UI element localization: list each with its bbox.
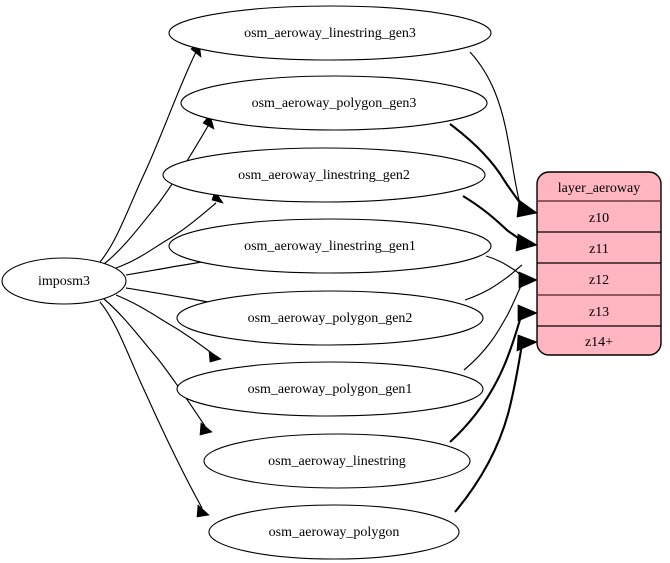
node-osm_aeroway_linestring_gen1[interactable]: osm_aeroway_linestring_gen1	[168, 218, 492, 274]
edge-arrowhead	[199, 422, 213, 436]
edge-path	[463, 285, 522, 371]
edge-imposm3-to-osm_aeroway_polygon_gen1	[115, 294, 222, 363]
layer-aeroway-row-z12[interactable]: z12	[537, 273, 661, 296]
edge-arrowhead	[196, 504, 210, 518]
edge-path	[103, 298, 206, 427]
node-osm_aeroway_polygon_gen1[interactable]: osm_aeroway_polygon_gen1	[176, 361, 484, 417]
edge-imposm3-to-osm_aeroway_linestring_gen3	[99, 41, 202, 263]
edge-path	[115, 294, 214, 355]
node-shape[interactable]	[180, 75, 488, 131]
node-osm_aeroway_polygon[interactable]: osm_aeroway_polygon	[208, 504, 460, 560]
edge-arrowhead	[516, 334, 538, 352]
edge-imposm3-to-osm_aeroway_linestring	[103, 298, 213, 436]
layer-aeroway-row-label: z13	[589, 305, 609, 320]
edge-path	[103, 125, 209, 265]
edge-path	[449, 312, 524, 443]
node-shape[interactable]	[176, 290, 484, 346]
node-shape[interactable]	[208, 504, 460, 560]
edge-arrowhead	[518, 271, 538, 289]
edge-osm_aeroway_polygon_gen1-to-z12	[463, 285, 522, 371]
layer-aeroway-row-z13[interactable]: z13	[537, 305, 661, 327]
node-label: osm_aeroway_polygon_gen3	[252, 96, 417, 111]
layer-aeroway-row-label: z11	[589, 242, 609, 257]
edge-imposm3-to-osm_aeroway_polygon_gen3	[103, 114, 215, 265]
edge-path	[464, 264, 523, 301]
node-osm_aeroway_linestring_gen2[interactable]: osm_aeroway_linestring_gen2	[162, 147, 486, 203]
edge-path	[99, 301, 203, 509]
node-shape[interactable]	[168, 218, 492, 274]
edge-osm_aeroway_polygon_gen2-to-z11	[464, 264, 523, 301]
node-shape[interactable]	[168, 5, 492, 61]
node-label: osm_aeroway_polygon_gen1	[248, 382, 413, 397]
edge-path	[454, 343, 524, 513]
node-layer_aeroway[interactable]: layer_aeroway z10 z11 z12 z13 z14+	[536, 171, 662, 356]
node-label: osm_aeroway_linestring_gen3	[244, 26, 416, 41]
node-label: osm_aeroway_linestring_gen1	[244, 239, 416, 254]
node-osm_aeroway_polygon_gen2[interactable]: osm_aeroway_polygon_gen2	[176, 290, 484, 346]
node-osm_aeroway_linestring_gen3[interactable]: osm_aeroway_linestring_gen3	[168, 5, 492, 61]
layer-aeroway-row-label: z10	[589, 211, 609, 226]
layer-aeroway-row-z10[interactable]: z10	[537, 211, 661, 233]
layer-aeroway-row-label: z14+	[585, 335, 613, 350]
node-label: osm_aeroway_linestring_gen2	[238, 168, 410, 183]
edge-imposm3-to-osm_aeroway_polygon	[99, 301, 210, 518]
edge-arrowhead	[517, 304, 538, 322]
layer-aeroway-title: layer_aeroway	[558, 181, 640, 196]
node-shape[interactable]	[176, 361, 484, 417]
edge-osm_aeroway_linestring_gen1-to-z12	[485, 255, 538, 289]
edge-path	[99, 51, 197, 263]
node-osm_aeroway_linestring[interactable]: osm_aeroway_linestring	[203, 433, 471, 489]
layer-aeroway-row-z11[interactable]: z11	[537, 242, 661, 264]
node-shape[interactable]	[203, 433, 471, 489]
node-shape[interactable]	[162, 147, 486, 203]
node-label: osm_aeroway_polygon	[269, 525, 400, 540]
edge-osm_aeroway_polygon-to-z14plus	[454, 334, 538, 513]
edge-group-tables-to-layer	[449, 51, 538, 513]
edge-arrowhead	[202, 114, 215, 130]
layer-aeroway-row-z14plus[interactable]: z14+	[585, 335, 613, 350]
edge-path	[469, 51, 522, 208]
edge-osm_aeroway_linestring_gen2-to-z11	[462, 195, 538, 252]
node-imposm3-shape[interactable]	[1, 257, 127, 305]
edge-arrowhead	[208, 350, 222, 363]
edge-path	[115, 202, 217, 269]
node-label: osm_aeroway_linestring	[268, 454, 406, 469]
edge-osm_aeroway_linestring_gen3-to-z10	[469, 51, 522, 208]
edge-path	[449, 123, 524, 209]
edge-arrowhead	[516, 199, 538, 218]
edge-osm_aeroway_linestring-to-z13	[449, 304, 538, 443]
edge-arrowhead	[515, 233, 538, 252]
edge-path	[485, 255, 523, 277]
node-imposm3-label: imposm3	[38, 274, 90, 289]
node-imposm3[interactable]: imposm3	[1, 257, 127, 305]
node-osm_aeroway_polygon_gen3[interactable]: osm_aeroway_polygon_gen3	[180, 75, 488, 131]
edge-osm_aeroway_polygon_gen3-to-z10	[449, 123, 538, 218]
layer-aeroway-row-label: z12	[589, 273, 609, 288]
node-label: osm_aeroway_polygon_gen2	[248, 311, 413, 326]
